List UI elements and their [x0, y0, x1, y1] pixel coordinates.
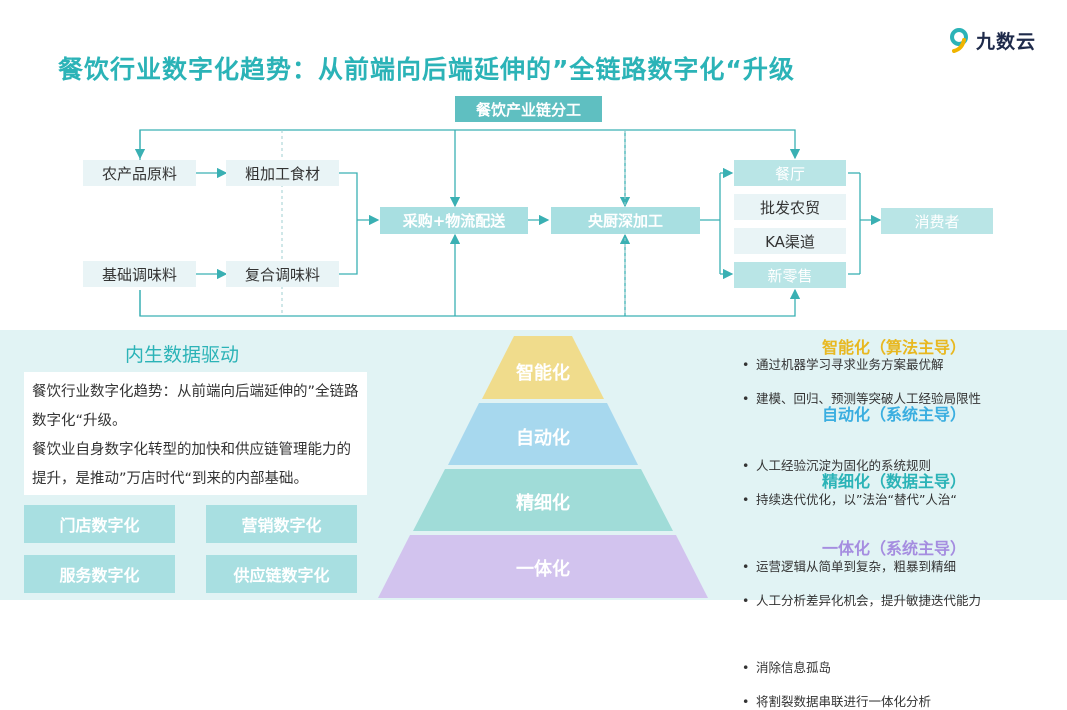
node-restaurant: 餐厅 [734, 160, 846, 186]
level-1-bullet-1: 通过机器学习寻求业务方案最优解 [742, 356, 1067, 373]
level-2-bullet-2: 持续迭代优化，以”法治“替代”人治“ [742, 491, 1067, 508]
node-retail: 新零售 [734, 262, 846, 288]
brand-name: 九数云 [976, 30, 1037, 53]
level-heading-2: 自动化（系统主导） [822, 405, 967, 424]
btn-marketing-digital[interactable]: 营销数字化 [206, 505, 357, 543]
internal-description: 餐饮行业数字化趋势：从前端向后端延伸的”全链路数字化“升级。 餐饮业自身数字化转… [24, 372, 367, 495]
node-central: 央厨深加工 [551, 207, 700, 234]
level-heading-3: 精细化（数据主导） [822, 472, 967, 491]
node-consumer: 消费者 [881, 208, 993, 234]
pyramid-label-3: 精细化 [516, 493, 570, 514]
pyramid-label-4: 一体化 [516, 559, 570, 580]
internal-title: 内生数据驱动 [125, 344, 240, 366]
level-4-bullet-1: 消除信息孤岛 [742, 659, 1067, 676]
chain-connectors [134, 129, 882, 317]
node-rough: 粗加工食材 [226, 160, 339, 186]
pyramid-level-1 [482, 336, 604, 399]
internal-paragraph-1: 餐饮行业数字化趋势：从前端向后端延伸的”全链路数字化“升级。 [32, 384, 359, 429]
node-raw: 农产品原料 [83, 160, 196, 186]
btn-store-digital[interactable]: 门店数字化 [24, 505, 175, 543]
node-seasoning: 基础调味料 [83, 261, 196, 287]
pyramid-level-2 [448, 403, 638, 465]
level-4-bullet-2: 将割裂数据串联进行一体化分析 [742, 693, 1067, 710]
btn-service-digital[interactable]: 服务数字化 [24, 555, 175, 593]
level-1-bullet-2: 建模、回归、预测等突破人工经验局限性 [742, 390, 1067, 407]
level-heading-4: 一体化（系统主导） [822, 539, 967, 558]
node-procure: 采购+物流配送 [380, 207, 528, 234]
brand-logo: 九数云 [948, 26, 1036, 54]
node-wholesale: 批发农贸 [734, 194, 846, 220]
node-compound: 复合调味料 [226, 261, 339, 287]
node-ka: KA渠道 [734, 228, 846, 254]
level-3-bullet-1: 运营逻辑从简单到复杂，粗暴到精细 [742, 558, 1067, 575]
pyramid-level-3 [413, 469, 673, 531]
level-heading-1: 智能化（算法主导） [822, 338, 967, 357]
level-2-bullet-1: 人工经验沉淀为固化的系统规则 [742, 457, 1067, 474]
pyramid-level-4 [378, 535, 708, 598]
page-title: 餐饮行业数字化趋势：从前端向后端延伸的”全链路数字化“升级 [58, 55, 795, 84]
pyramid-chart [378, 336, 708, 598]
logo-mark-icon [950, 28, 968, 53]
pyramid-label-1: 智能化 [516, 363, 570, 384]
internal-paragraph-2: 餐饮业自身数字化转型的加快和供应链管理能力的提升，是推动”万店时代“到来的内部基… [32, 442, 351, 487]
btn-supply-digital[interactable]: 供应链数字化 [206, 555, 357, 593]
chain-header: 餐饮产业链分工 [455, 96, 602, 122]
pyramid-label-2: 自动化 [516, 428, 570, 449]
level-3-bullet-2: 人工分析差异化机会，提升敏捷迭代能力 [742, 592, 1067, 609]
